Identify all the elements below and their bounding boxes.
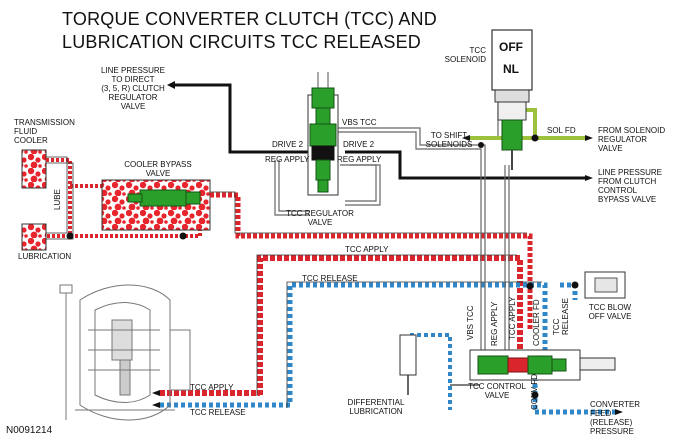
tcc-release-vertical-label: TCC RELEASE bbox=[552, 298, 570, 335]
tcc-apply-bottom-label: TCC APPLY bbox=[190, 383, 234, 392]
tcc-solenoid-body bbox=[491, 29, 533, 170]
tcc-regulator-valve bbox=[307, 72, 339, 196]
drive2-left-label: DRIVE 2 bbox=[272, 140, 304, 149]
drive2-right-label: DRIVE 2 bbox=[343, 140, 375, 149]
diagram-title-line-1: TORQUE CONVERTER CLUTCH (TCC) AND bbox=[62, 9, 437, 29]
tcc-control-valve bbox=[469, 349, 616, 381]
tcc-blow-off-valve-label: TCC BLOW OFF VALVE bbox=[588, 303, 632, 321]
cooler-bypass-valve-label: COOLER BYPASS VALVE bbox=[124, 160, 192, 178]
lube-label: LUBE bbox=[53, 189, 62, 210]
torque-converter bbox=[59, 284, 191, 421]
tcc-control-valve-label: TCC CONTROL VALVE bbox=[468, 382, 526, 400]
tcc-release-line bbox=[160, 282, 548, 408]
tcc-release-bottom-label: TCC RELEASE bbox=[190, 408, 246, 417]
diagram-title-line-2: LUBRICATION CIRCUITS TCC RELEASED bbox=[62, 32, 421, 52]
differential-lubrication-fitting bbox=[399, 334, 417, 395]
conv-fd-label: CONV FD bbox=[530, 374, 539, 410]
solenoid-state-off: OFF bbox=[499, 40, 523, 54]
line-pressure-lines bbox=[175, 83, 585, 180]
tcc-regulator-valve-label: TCC REGULATOR VALVE bbox=[286, 209, 354, 227]
tcc-apply-top-label: TCC APPLY bbox=[345, 245, 389, 254]
to-shift-solenoids-label: TO SHIFT SOLENOIDS bbox=[425, 131, 473, 149]
vbs-tcc-lines bbox=[274, 105, 510, 350]
cooler-fd-label: COOLER FD bbox=[532, 299, 541, 346]
tcc-release-top-label: TCC RELEASE bbox=[302, 274, 358, 283]
tcc-blow-off-valve-body bbox=[584, 271, 626, 299]
tcc-apply-line bbox=[257, 255, 523, 395]
junction-dots bbox=[66, 134, 579, 399]
transmission-fluid-cooler bbox=[21, 149, 47, 189]
flow-arrows bbox=[152, 81, 623, 415]
reg-apply-vertical-label: REG APPLY bbox=[490, 301, 499, 346]
lubrication-block bbox=[21, 223, 47, 251]
figure-id: N0091214 bbox=[6, 425, 53, 436]
lubrication-label: LUBRICATION bbox=[18, 252, 72, 261]
tcc-solenoid-label: TCC SOLENOID bbox=[444, 46, 486, 64]
vbs-tcc-vertical-label: VBS TCC bbox=[466, 305, 475, 340]
converter-feed-label: CONVERTER FEED (RELEASE) PRESSURE bbox=[590, 400, 641, 436]
cooler-feed-line bbox=[210, 192, 533, 330]
from-solenoid-regulator-label: FROM SOLENOID REGULATOR VALVE bbox=[598, 126, 666, 153]
reg-apply-left-label: REG APPLY bbox=[265, 155, 310, 164]
sol-fd-label: SOL FD bbox=[547, 126, 576, 135]
reg-apply-right-label: REG APPLY bbox=[337, 155, 382, 164]
tcc-apply-vertical-label: TCC APPLY bbox=[508, 296, 517, 340]
differential-lubrication-label: DIFFERENTIAL LUBRICATION bbox=[347, 398, 405, 416]
converter-feed-line bbox=[532, 370, 615, 415]
line-pressure-from-clutch-label: LINE PRESSURE FROM CLUTCH CONTROL BYPASS… bbox=[598, 168, 663, 204]
transmission-fluid-cooler-label: TRANSMISSION FLUID COOLER bbox=[14, 118, 75, 145]
solenoid-state-nl: NL bbox=[503, 62, 519, 76]
line-pressure-direct-label: LINE PRESSURE TO DIRECT (3, 5, R) CLUTCH… bbox=[100, 66, 166, 111]
vbs-tcc-label: VBS TCC bbox=[342, 118, 377, 127]
